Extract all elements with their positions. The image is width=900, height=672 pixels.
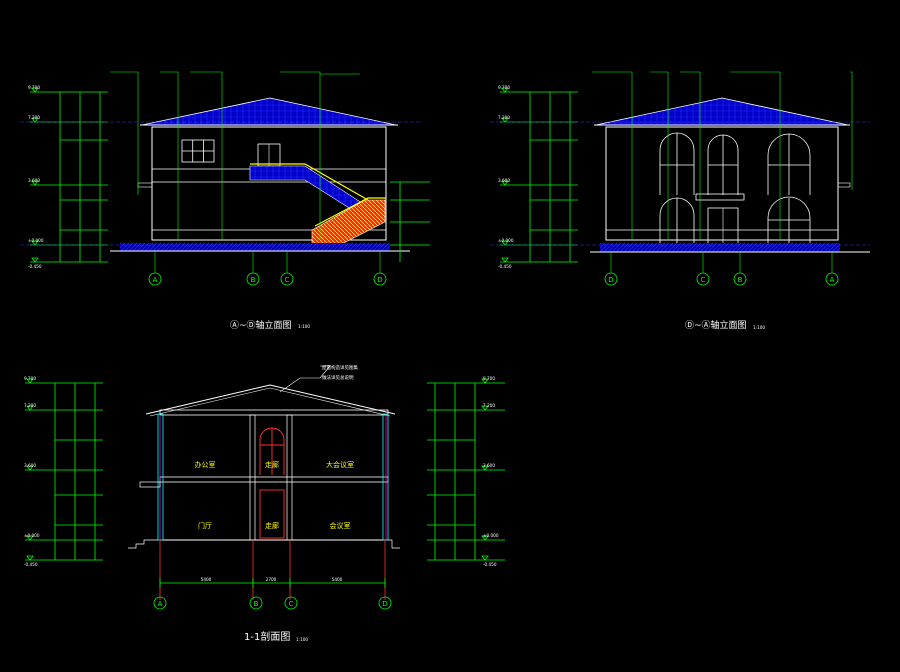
- room-label: 走廊: [265, 460, 279, 469]
- section-arched-window: [259, 427, 285, 475]
- svg-text:7.200: 7.200: [28, 115, 40, 120]
- elevation-left-scale: 1:100: [298, 324, 310, 329]
- axis-label: B: [254, 600, 259, 608]
- svg-text:±0.000: ±0.000: [483, 533, 499, 538]
- svg-text:-0.450: -0.450: [24, 562, 38, 567]
- axis-label: C: [701, 276, 706, 284]
- svg-text:7.200: 7.200: [24, 403, 36, 408]
- elevation-right-roof: [595, 97, 849, 126]
- axis-label: D: [377, 276, 382, 284]
- elevation-left-axes: A B C D: [148, 251, 387, 286]
- section-title: 1-1剖面图: [244, 630, 290, 643]
- section-1-1: 9.700 7.200 3.600 ±0.000 -0.450 9.700 7.…: [24, 364, 505, 643]
- svg-text:9.700: 9.700: [28, 85, 40, 90]
- dimension-label: 2700: [266, 577, 277, 582]
- axis-label: D: [382, 600, 387, 608]
- elevation-left-roof: [141, 97, 397, 126]
- section-floors: [159, 409, 389, 541]
- elevation-right-arched-windows: [659, 132, 811, 245]
- section-axes: A B C D: [153, 596, 392, 610]
- axis-label: C: [289, 600, 294, 608]
- axis-label: B: [251, 276, 256, 284]
- section-bottom-dimension: [159, 578, 386, 588]
- axis-label: A: [153, 276, 158, 284]
- section-scale: 1:100: [296, 637, 308, 642]
- room-label: 大会议室: [326, 460, 354, 469]
- svg-text:±0.000: ±0.000: [498, 238, 514, 243]
- svg-text:±0.000: ±0.000: [24, 533, 40, 538]
- axis-label: C: [285, 276, 290, 284]
- svg-text:-0.450: -0.450: [483, 562, 497, 567]
- dimension-label: 5400: [201, 577, 212, 582]
- svg-text:3.600: 3.600: [28, 178, 40, 183]
- room-label: 会议室: [330, 521, 351, 530]
- section-walls: [157, 413, 389, 600]
- elevation-left: 9.700 7.200 3.600 ±0.000 -0.450: [20, 71, 430, 331]
- elevation-left-title: Ⓐ~Ⓓ轴立面图: [230, 319, 292, 331]
- svg-text:3.600: 3.600: [24, 463, 36, 468]
- svg-text:-0.450: -0.450: [498, 264, 512, 269]
- elevation-left-window: [181, 139, 215, 163]
- elevation-right-wall: [605, 126, 839, 241]
- axis-label: A: [158, 600, 163, 608]
- svg-text:-0.450: -0.450: [28, 264, 42, 269]
- elevation-right-title: Ⓓ~Ⓐ轴立面图: [685, 319, 747, 331]
- svg-text:9.700: 9.700: [498, 85, 510, 90]
- svg-text:3.600: 3.600: [498, 178, 510, 183]
- axis-label: D: [608, 276, 613, 284]
- svg-text:9.700: 9.700: [24, 376, 36, 381]
- svg-text:3.600: 3.600: [483, 463, 495, 468]
- axis-label: A: [830, 276, 835, 284]
- svg-text:屋面构造详见图集: 屋面构造详见图集: [322, 364, 358, 371]
- dimension-label: 5400: [332, 577, 343, 582]
- elevation-right-axes: D C B A: [604, 252, 839, 286]
- elevation-right-ground: [600, 243, 840, 252]
- svg-text:做法详见总说明: 做法详见总说明: [322, 374, 354, 381]
- room-label: 门厅: [198, 521, 212, 530]
- section-roof: [145, 384, 396, 415]
- svg-text:7.200: 7.200: [498, 115, 510, 120]
- elevation-left-stair: [249, 163, 386, 251]
- elevation-left-ground: [120, 243, 390, 251]
- room-label: 走廊: [265, 521, 279, 530]
- axis-label: B: [738, 276, 743, 284]
- elevation-right: 9.700 7.200 3.600 ±0.000 -0.450: [490, 71, 870, 331]
- room-label: 办公室: [195, 460, 216, 469]
- svg-text:±0.000: ±0.000: [28, 238, 44, 243]
- svg-text:7.200: 7.200: [483, 403, 495, 408]
- svg-text:9.700: 9.700: [483, 376, 495, 381]
- elevation-right-scale: 1:100: [753, 325, 765, 330]
- elevation-left-dimension-column: [30, 87, 108, 263]
